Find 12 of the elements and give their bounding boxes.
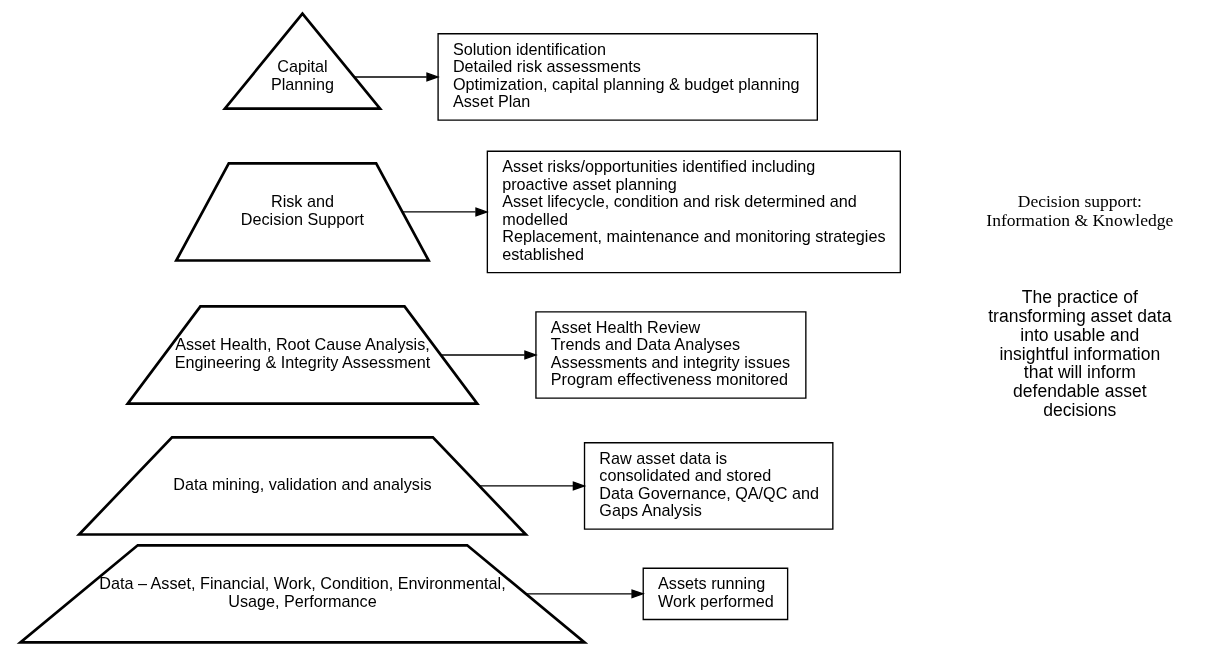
node-box: Assets running Work performed xyxy=(642,567,788,621)
node-box: Asset risks/opportunities identified including proactive asset planning Asset lifecycle, condition and risk determined and modelled Replacement, maintenance and monitoring strategies established xyxy=(486,150,901,274)
node-box: Solution identification Detailed risk assessments Optimization, capital planning & budget planning Asset Plan xyxy=(436,33,818,121)
label: Decision support: Information & Knowledge xyxy=(985,191,1173,230)
label: The practice of transforming asset data into usable and insightful information that will inform defendable asset decisions xyxy=(987,286,1171,421)
node-box: Asset Health Review Trends and Data Analyses Assessments and integrity issues Program effectiveness monitored xyxy=(534,311,807,399)
arrow xyxy=(524,589,645,599)
arrow xyxy=(401,207,489,217)
arrow xyxy=(353,72,440,82)
node-box: Raw asset data is consolidated and stored Data Governance, QA/QC and Gaps Analysis xyxy=(583,442,833,530)
arrow xyxy=(439,350,538,360)
arrow xyxy=(478,481,586,491)
